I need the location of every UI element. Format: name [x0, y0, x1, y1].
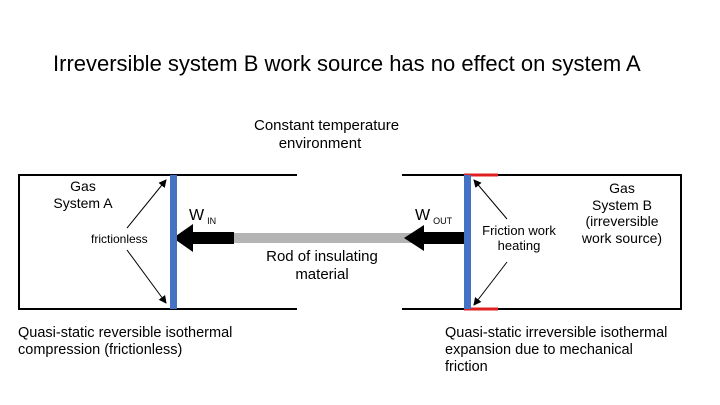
work-out-subscript: OUT: [433, 216, 453, 226]
work-in-symbol: W: [189, 207, 205, 224]
system-b-caption-line: Quasi-static irreversible isothermal: [445, 325, 668, 341]
system-b-caption-line: friction: [445, 359, 488, 376]
insulating-rod: [225, 233, 415, 243]
system-a-label-line: Gas: [70, 178, 96, 194]
environment-label-line: environment: [278, 134, 362, 152]
friction-pointer-bottom: [473, 261, 508, 306]
frictionless-pointer-top: [126, 179, 167, 229]
rod-label-line: material: [295, 265, 349, 283]
system-a-label: Gas System A: [48, 178, 118, 211]
system-a-piston: [170, 175, 177, 309]
work-in-arrow: [173, 224, 234, 252]
system-a-caption-line: compression (frictionless): [18, 342, 183, 359]
system-b-label-line: work source): [581, 229, 663, 246]
frictionless-pointer-bottom: [126, 249, 167, 304]
system-a-caption: Quasi-static reversible isothermal compr…: [18, 325, 232, 359]
system-b-caption: Quasi-static irreversible isothermal exp…: [445, 325, 667, 376]
system-b-label: Gas System B (irreversible work source): [572, 180, 672, 246]
environment-label: Constant temperature environment: [254, 117, 400, 152]
frictionless-label: frictionless: [91, 232, 148, 246]
system-b-piston: [464, 175, 471, 309]
system-b-caption-line: expansion due to mechanical: [445, 342, 633, 359]
friction-pointer-top: [473, 179, 508, 220]
system-b-cylinder: [402, 174, 682, 310]
work-out-symbol: W: [415, 207, 431, 224]
rod-label-line: Rod of insulating: [266, 248, 378, 265]
friction-heating-label-line: Friction work: [482, 223, 556, 238]
environment-label-line: Constant temperature: [254, 117, 400, 134]
system-a-caption-line: Quasi-static reversible isothermal: [18, 325, 233, 341]
system-b-label-line: Gas: [609, 180, 635, 196]
work-in-subscript: IN: [207, 216, 217, 226]
system-b-label-line: System B: [592, 196, 652, 213]
system-b-label-line: (irreversible: [585, 213, 659, 230]
work-out-arrow: [404, 225, 467, 251]
diagram-title: Irreversible system B work source has no…: [53, 51, 641, 76]
friction-heating-label: Friction work heating: [474, 223, 564, 254]
friction-heating-label-line: heating: [497, 238, 541, 254]
system-a-label-line: System A: [53, 194, 113, 211]
rod-label: Rod of insulating material: [259, 248, 385, 283]
system-a-cylinder: [18, 174, 297, 310]
